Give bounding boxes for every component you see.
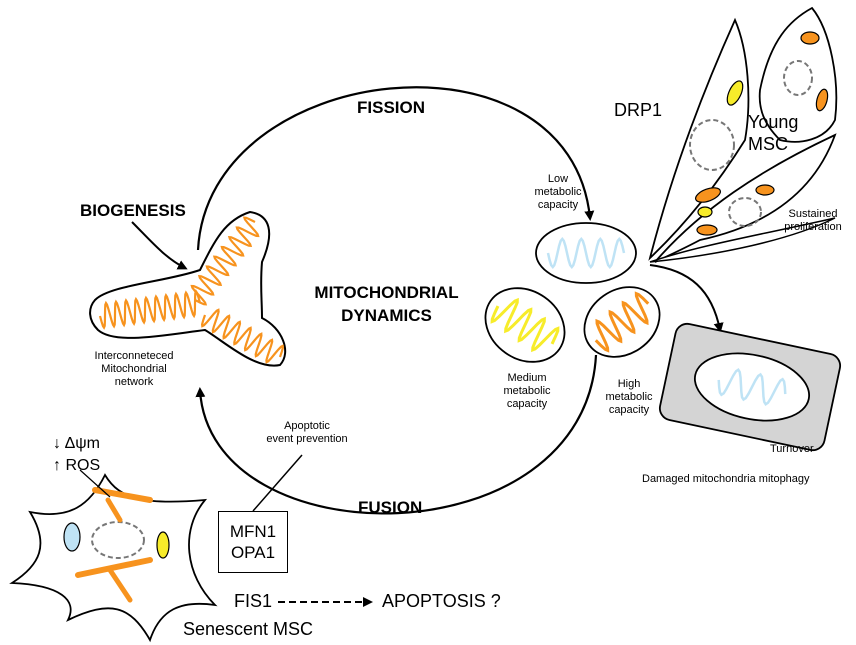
apoptotic-connector-line bbox=[252, 454, 303, 512]
network-label-line2: Mitochondrial bbox=[101, 363, 167, 376]
young-nucleus-3 bbox=[728, 197, 762, 227]
biogenesis-label: BIOGENESIS bbox=[80, 201, 186, 220]
ros-pointer-line bbox=[79, 469, 111, 498]
medium-line2: metabolic bbox=[503, 385, 551, 398]
drp1-label: DRP1 bbox=[614, 100, 663, 120]
fission-arc bbox=[196, 86, 595, 251]
delta-psi-label: ↓ Δψm bbox=[53, 435, 100, 452]
high-line1: High bbox=[617, 378, 641, 390]
network-label-line1: Interconneteced bbox=[94, 350, 174, 362]
mitochondrial-network bbox=[89, 210, 287, 367]
mitophagy-vesicle bbox=[658, 322, 842, 452]
low-line1: Low bbox=[547, 173, 569, 185]
young-nucleus-2 bbox=[783, 60, 813, 96]
young-nucleus-1 bbox=[689, 119, 735, 171]
medium-capacity-label: Medium metabolic capacity bbox=[496, 372, 558, 412]
sustained-proliferation-label: Sustained proliferation bbox=[772, 208, 854, 234]
mfn1-label: MFN1 bbox=[229, 521, 277, 541]
fusion-arc bbox=[195, 354, 598, 515]
senescent-msc-label: Senescent MSC bbox=[183, 619, 314, 639]
turnover-label: Turnover bbox=[770, 443, 814, 455]
senescent-msc-cell bbox=[9, 469, 218, 643]
senescent-nucleus bbox=[91, 521, 145, 559]
dynamics-line1: MITOCHONDRIAL bbox=[314, 283, 459, 302]
low-line3: capacity bbox=[537, 199, 579, 212]
ros-label: ↑ ROS bbox=[53, 457, 101, 474]
fusion-label: FUSION bbox=[358, 498, 423, 517]
high-line2: metabolic bbox=[605, 391, 653, 404]
medium-line1: Medium bbox=[507, 372, 547, 384]
medium-capacity-mitochondrion bbox=[484, 287, 566, 363]
high-line3: capacity bbox=[608, 404, 650, 417]
low-line2: metabolic bbox=[534, 186, 582, 199]
young-msc-label: Young MSC bbox=[748, 112, 798, 155]
medium-line3: capacity bbox=[506, 398, 548, 411]
low-capacity-label: Low metabolic capacity bbox=[527, 173, 589, 213]
fission-label: FISSION bbox=[357, 98, 426, 117]
mitochondrial-dynamics-title: MITOCHONDRIAL DYNAMICS bbox=[313, 282, 460, 328]
network-label-line3: network bbox=[114, 376, 154, 389]
mitophagy-label: Damaged mitochondria mitophagy bbox=[642, 473, 810, 485]
network-cristae-upper bbox=[190, 216, 260, 306]
apoptotic-line1: Apoptotic bbox=[284, 420, 330, 432]
sustained-line2: proliferation bbox=[784, 221, 842, 234]
young-line1: Young bbox=[748, 112, 799, 132]
low-capacity-mitochondrion bbox=[535, 222, 637, 284]
apoptotic-line2: event prevention bbox=[266, 433, 348, 446]
young-line2: MSC bbox=[748, 133, 788, 154]
network-cristae-lower bbox=[200, 308, 285, 364]
network-cristae-left bbox=[98, 289, 202, 330]
apoptosis-label: APOPTOSIS ? bbox=[382, 591, 501, 611]
network-label: Interconneteced Mitochondrial network bbox=[88, 350, 180, 390]
fis1-label: FIS1 bbox=[234, 591, 273, 611]
young-msc-cells bbox=[648, 6, 838, 263]
sustained-line1: Sustained bbox=[788, 208, 838, 220]
mfn1-opa1-box: MFN1 OPA1 bbox=[218, 511, 288, 573]
dynamics-line2: DYNAMICS bbox=[341, 305, 432, 325]
mitophagy-arrow bbox=[649, 264, 724, 333]
apoptotic-prevention-label: Apoptotic event prevention bbox=[257, 420, 357, 446]
high-capacity-mitochondrion bbox=[583, 286, 661, 358]
opa1-label: OPA1 bbox=[230, 543, 276, 562]
high-capacity-label: High metabolic capacity bbox=[598, 378, 660, 418]
biogenesis-arrow bbox=[131, 221, 188, 270]
